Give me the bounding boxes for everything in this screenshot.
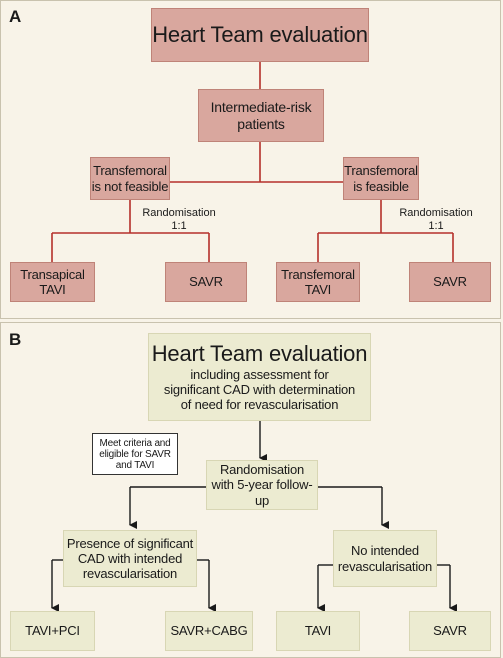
no-revasc-line-1: No intended (351, 543, 419, 559)
leaf-transfemoral-tavi: Transfemoral TAVI (276, 262, 360, 302)
leaf-savr-right-label: SAVR (433, 274, 467, 290)
significant-cad-line-3: revascularisation (82, 566, 178, 582)
transfemoral-feasible-box: Transfemoral is feasible (343, 157, 419, 200)
heart-team-title-b: Heart Team evaluation (151, 341, 368, 367)
panel-b-connectors (51, 421, 457, 612)
randomisation-left-line-1: Randomisation (142, 207, 216, 219)
leaf-tavi-pci-label: TAVI+PCI (25, 623, 80, 639)
significant-cad-line-2: CAD with intended (77, 550, 183, 566)
criteria-note: Meet criteria and eligible for SAVR and … (92, 433, 178, 475)
significant-cad-line-1: Presence of significant (66, 535, 194, 551)
leaf-savr-label: SAVR (433, 623, 467, 639)
leaf-savr-left-label: SAVR (189, 274, 223, 290)
heart-team-b-line-2: significant CAD with determination (163, 381, 356, 397)
panel-a-connectors (51, 62, 454, 262)
tf-feasible-line-1: Transfemoral (344, 163, 418, 179)
tf-not-feasible-line-2: is not feasible (91, 178, 169, 194)
randomisation-right-ratio: 1:1 (428, 219, 444, 232)
randomisation-left-ratio: 1:1 (171, 219, 187, 232)
panel-a-letter: A (9, 7, 22, 26)
heart-team-b-line-1: including assessment for (190, 366, 329, 382)
leaf-savr: SAVR (409, 611, 491, 651)
significant-cad-box: Presence of significant CAD with intende… (63, 530, 197, 587)
tf-feasible-line-2: is feasible (353, 178, 409, 194)
heart-team-b-line-3: of need for revascularisation (180, 397, 339, 413)
leaf-savr-cabg: SAVR+CABG (165, 611, 253, 651)
leaf-transapical-line-1: Transapical (20, 266, 85, 282)
leaf-transfemoral-line-2: TAVI (304, 282, 332, 297)
panel-b-letter: B (9, 330, 22, 349)
transfemoral-not-feasible-box: Transfemoral is not feasible (90, 157, 170, 200)
leaf-savr-right: SAVR (409, 262, 491, 302)
randomisation-box-line-1: Randomisation (219, 462, 305, 477)
heart-team-title-a: Heart Team evaluation (152, 22, 368, 48)
randomisation-label-right: Randomisation 1:1 (396, 207, 476, 232)
intermediate-risk-line-2: patients (237, 115, 285, 132)
intermediate-risk-box: Intermediate-risk patients (198, 89, 324, 142)
criteria-note-line-1: Meet criteria and (99, 437, 171, 449)
randomisation-box-line-2: with 5-year follow-up (211, 477, 313, 508)
no-revasc-line-2: revascularisation (337, 558, 433, 574)
heart-team-box-a: Heart Team evaluation (151, 8, 369, 62)
leaf-transapical-line-2: TAVI (39, 282, 66, 297)
leaf-transfemoral-line-1: Transfemoral (281, 266, 355, 282)
leaf-tavi: TAVI (276, 611, 360, 651)
tf-not-feasible-line-1: Transfemoral (93, 163, 167, 179)
randomisation-right-line-1: Randomisation (399, 207, 473, 219)
randomisation-box: Randomisation with 5-year follow-up (206, 460, 318, 510)
leaf-tavi-label: TAVI (304, 623, 332, 639)
leaf-transapical-tavi: Transapical TAVI (10, 262, 95, 302)
leaf-savr-left: SAVR (165, 262, 247, 302)
heart-team-box-b: Heart Team evaluation including assessme… (148, 333, 371, 421)
randomisation-label-left: Randomisation 1:1 (139, 207, 219, 232)
no-revascularisation-box: No intended revascularisation (333, 530, 437, 587)
leaf-savr-cabg-label: SAVR+CABG (170, 623, 248, 639)
leaf-tavi-pci: TAVI+PCI (10, 611, 95, 651)
criteria-note-line-2: eligible for SAVR (99, 448, 171, 460)
intermediate-risk-line-1: Intermediate-risk (210, 98, 312, 115)
criteria-note-line-3: and TAVI (115, 459, 155, 471)
